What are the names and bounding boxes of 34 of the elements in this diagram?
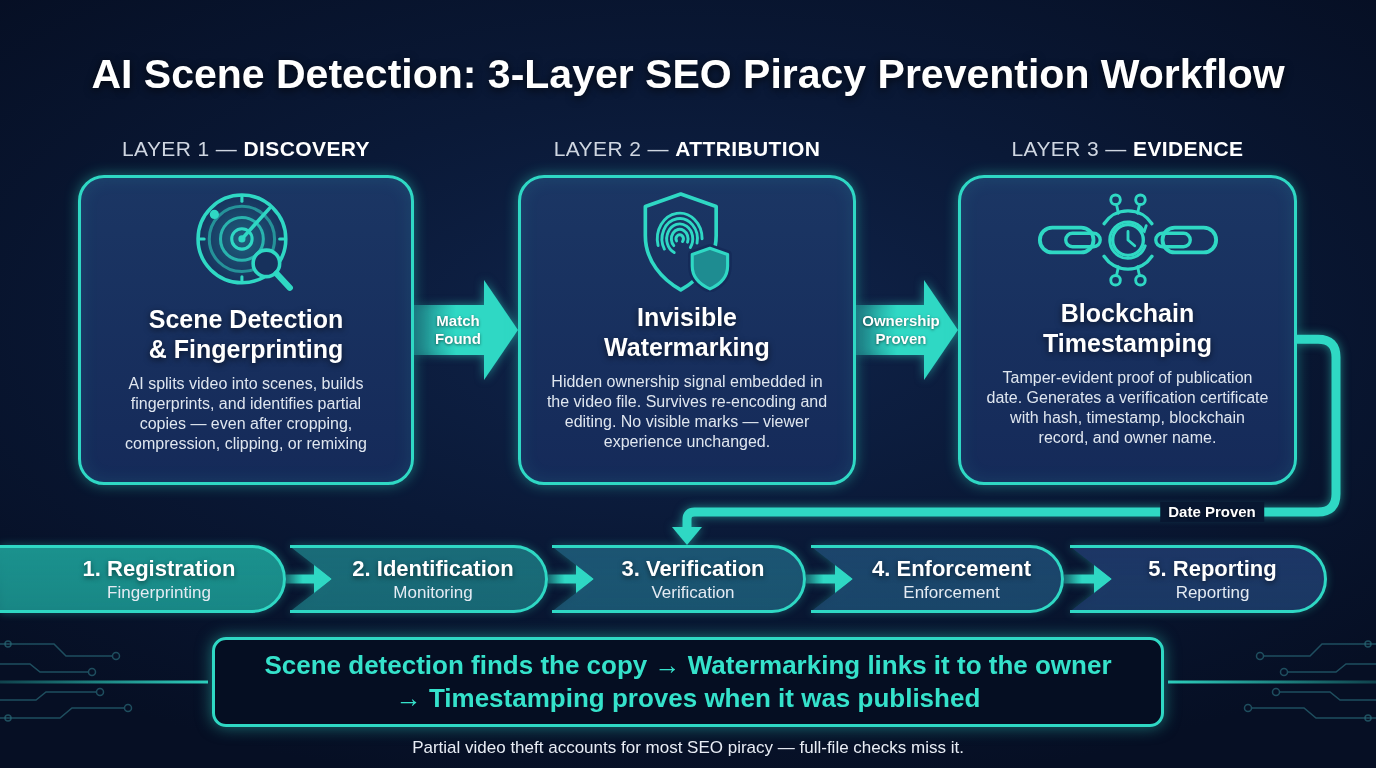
edge-label: Ownership Proven: [861, 312, 941, 348]
summary-box: [212, 637, 1164, 727]
arrow: [1064, 564, 1112, 594]
step-subtitle: Monitoring: [393, 581, 473, 603]
card-description: Tamper-evident proof of publication date. Generates a verification certificate with hash, timestamp, blockchain record, and owner name.: [985, 368, 1270, 448]
process-step: [290, 545, 548, 613]
card-description: Hidden ownership signal embedded in the video file. Survives re-encoding and editing. No visible marks — viewer experience unchanged.: [545, 372, 829, 452]
step-title: 3. Verification: [621, 555, 765, 582]
step-subtitle: Reporting: [1175, 581, 1250, 603]
summary-text: Scene detection finds the copy → Watermarking links it to the owner → Timestamping proves when it was published: [263, 649, 1113, 715]
process-step: [811, 545, 1064, 613]
step-title: 4. Enforcement: [872, 555, 1031, 582]
step-title: 1. Registration: [82, 555, 236, 582]
card-title: Invisible Watermarking: [603, 302, 771, 362]
caption: Partial video theft accounts for most SEO piracy — full-file checks miss it.: [412, 737, 964, 758]
layer-heading: LAYER 2 — ATTRIBUTION: [553, 136, 821, 162]
arrow: [286, 564, 332, 594]
edge-label: Match Found: [434, 312, 482, 348]
step-subtitle: Fingerprinting: [107, 581, 211, 603]
step-subtitle: Enforcement: [903, 581, 1000, 603]
card-description: AI splits video into scenes, builds fingerprints, and identifies partial copies — even after cropping, compression, clipping, or remixing: [124, 374, 368, 454]
card-title: Scene Detection & Fingerprinting: [147, 304, 345, 364]
arrow: [806, 564, 853, 594]
layer-heading: LAYER 3 — EVIDENCE: [1011, 136, 1244, 162]
process-step: [1070, 545, 1327, 613]
step-title: 5. Reporting: [1148, 555, 1277, 582]
step-title: 2. Identification: [352, 555, 514, 582]
card-title: Blockchain Timestamping: [1042, 298, 1213, 358]
diagram-title: AI Scene Detection: 3-Layer SEO Piracy Prevention Workflow: [91, 50, 1285, 98]
process-step: [552, 545, 806, 613]
step-subtitle: Verification: [651, 581, 735, 603]
arrow: [548, 564, 594, 594]
layer-heading: LAYER 1 — DISCOVERY: [122, 136, 370, 162]
process-step: [0, 545, 286, 613]
